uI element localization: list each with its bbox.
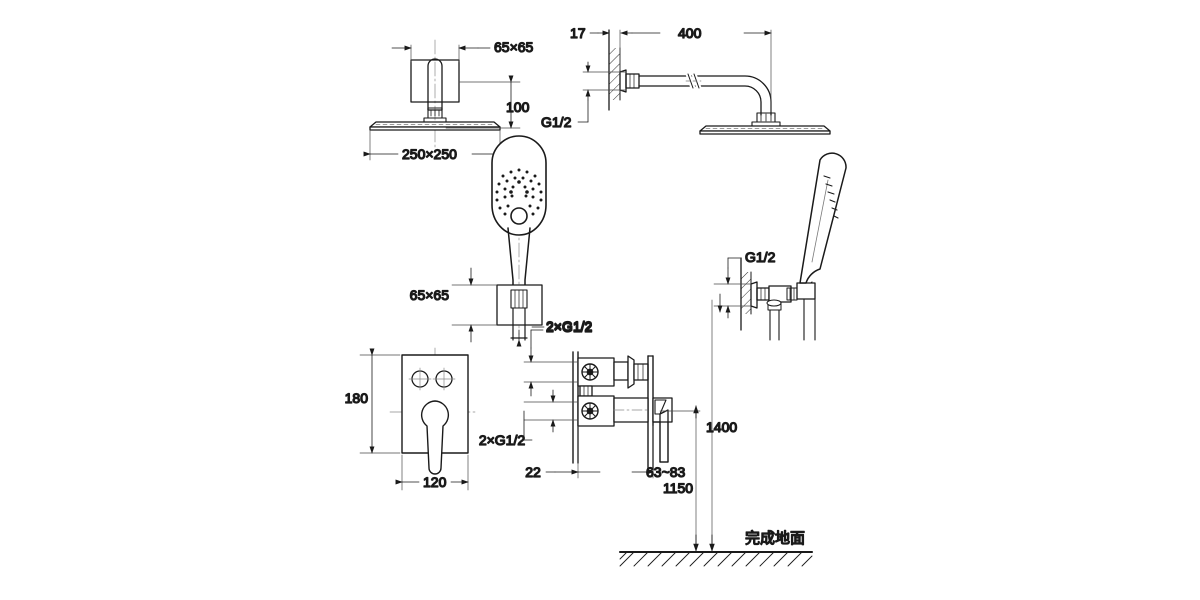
dim-label-250x250: 250×250 [402,146,457,162]
dim-plate-height-180: 180 [344,348,401,454]
view-floor-heights: 1400 1150 完成地面 [618,299,814,567]
handheld-bracket [496,284,543,326]
dim-arm-length-400: 400 [631,24,772,113]
mixer-lever [420,400,450,475]
dim-wall-offset-17: 17 [569,24,633,71]
arm-escutcheon [619,69,627,93]
view-ceiling-shower: 65×65 100 250×250 [363,38,534,163]
view-handheld-front: 65×65 2×G1/2 [409,135,593,347]
ceiling-flange [410,59,460,103]
dim-label-1400: 1400 [706,419,737,435]
view-wall-arm-shower: 17 400 G1/2 [540,24,831,135]
dim-label-180: 180 [345,390,369,406]
valve-upper-cap [627,355,635,389]
dim-label-17: 17 [570,25,586,41]
dim-inlet-g12-arm: G1/2 [540,61,627,131]
ceiling-stem [427,58,443,111]
dim-label-2g12-lower: 2×G1/2 [479,432,526,448]
floor-hatch [619,551,813,567]
dim-flange-65x65: 65×65 [391,38,534,63]
dim-panel-250x250: 250×250 [363,129,501,163]
shower-arm-inner [638,85,762,116]
view-mixer-body: 2×G1/2 2×G1/2 22 63~83 [478,317,686,481]
outlet-nut [756,287,770,301]
dim-label-65x65-ceiling: 65×65 [494,39,534,55]
dim-height-1400: 1400 [693,405,738,552]
dim-label-g12-handheld: G1/2 [745,249,776,265]
outlet-escutcheon [750,281,758,309]
dim-label-22: 22 [525,464,541,480]
dim-g12-handheld-side: G1/2 [713,248,776,319]
dim-label-2g12-upper: 2×G1/2 [546,318,593,334]
arm-nut [625,73,640,89]
handheld-side-collar [796,282,816,300]
nozzle-pattern [495,168,543,216]
dim-label-120: 120 [423,474,447,490]
view-handheld-side: G1/2 [713,152,847,341]
handheld-side-nozzles [823,175,839,219]
dim-label-1150: 1150 [663,480,693,496]
view-mixer-plate: 180 120 [344,347,479,491]
dim-bracket-65x65: 65×65 [409,267,498,343]
dim-label-2g12-handheld: 2×G1/2 [546,319,593,335]
dim-rough-in-22: 22 [525,425,579,481]
dim-2g12-lower: 2×G1/2 [478,389,579,449]
handheld-center-port [510,207,528,225]
leader-2g12-handheld: 2×G1/2 [516,318,593,347]
dim-label-g12-arm: G1/2 [541,114,572,130]
dim-label-400: 400 [678,25,702,41]
shower-arm-outer [638,75,772,116]
dim-drop-100: 100 [445,75,530,129]
dim-label-63-83: 63~83 [646,464,686,480]
dim-projection-63-83: 63~83 [577,425,686,481]
mixer-lever-side [659,409,669,463]
handheld-side-body [799,152,847,284]
handheld-spray-head [491,135,547,236]
floor-label: 完成地面 [745,530,805,547]
dim-height-1150: 1150 [662,479,699,552]
dim-label-65x65-bracket: 65×65 [410,287,450,303]
dim-2g12-upper: 2×G1/2 [523,317,593,397]
dim-label-100: 100 [506,99,530,115]
dim-plate-width-120: 120 [395,454,469,491]
